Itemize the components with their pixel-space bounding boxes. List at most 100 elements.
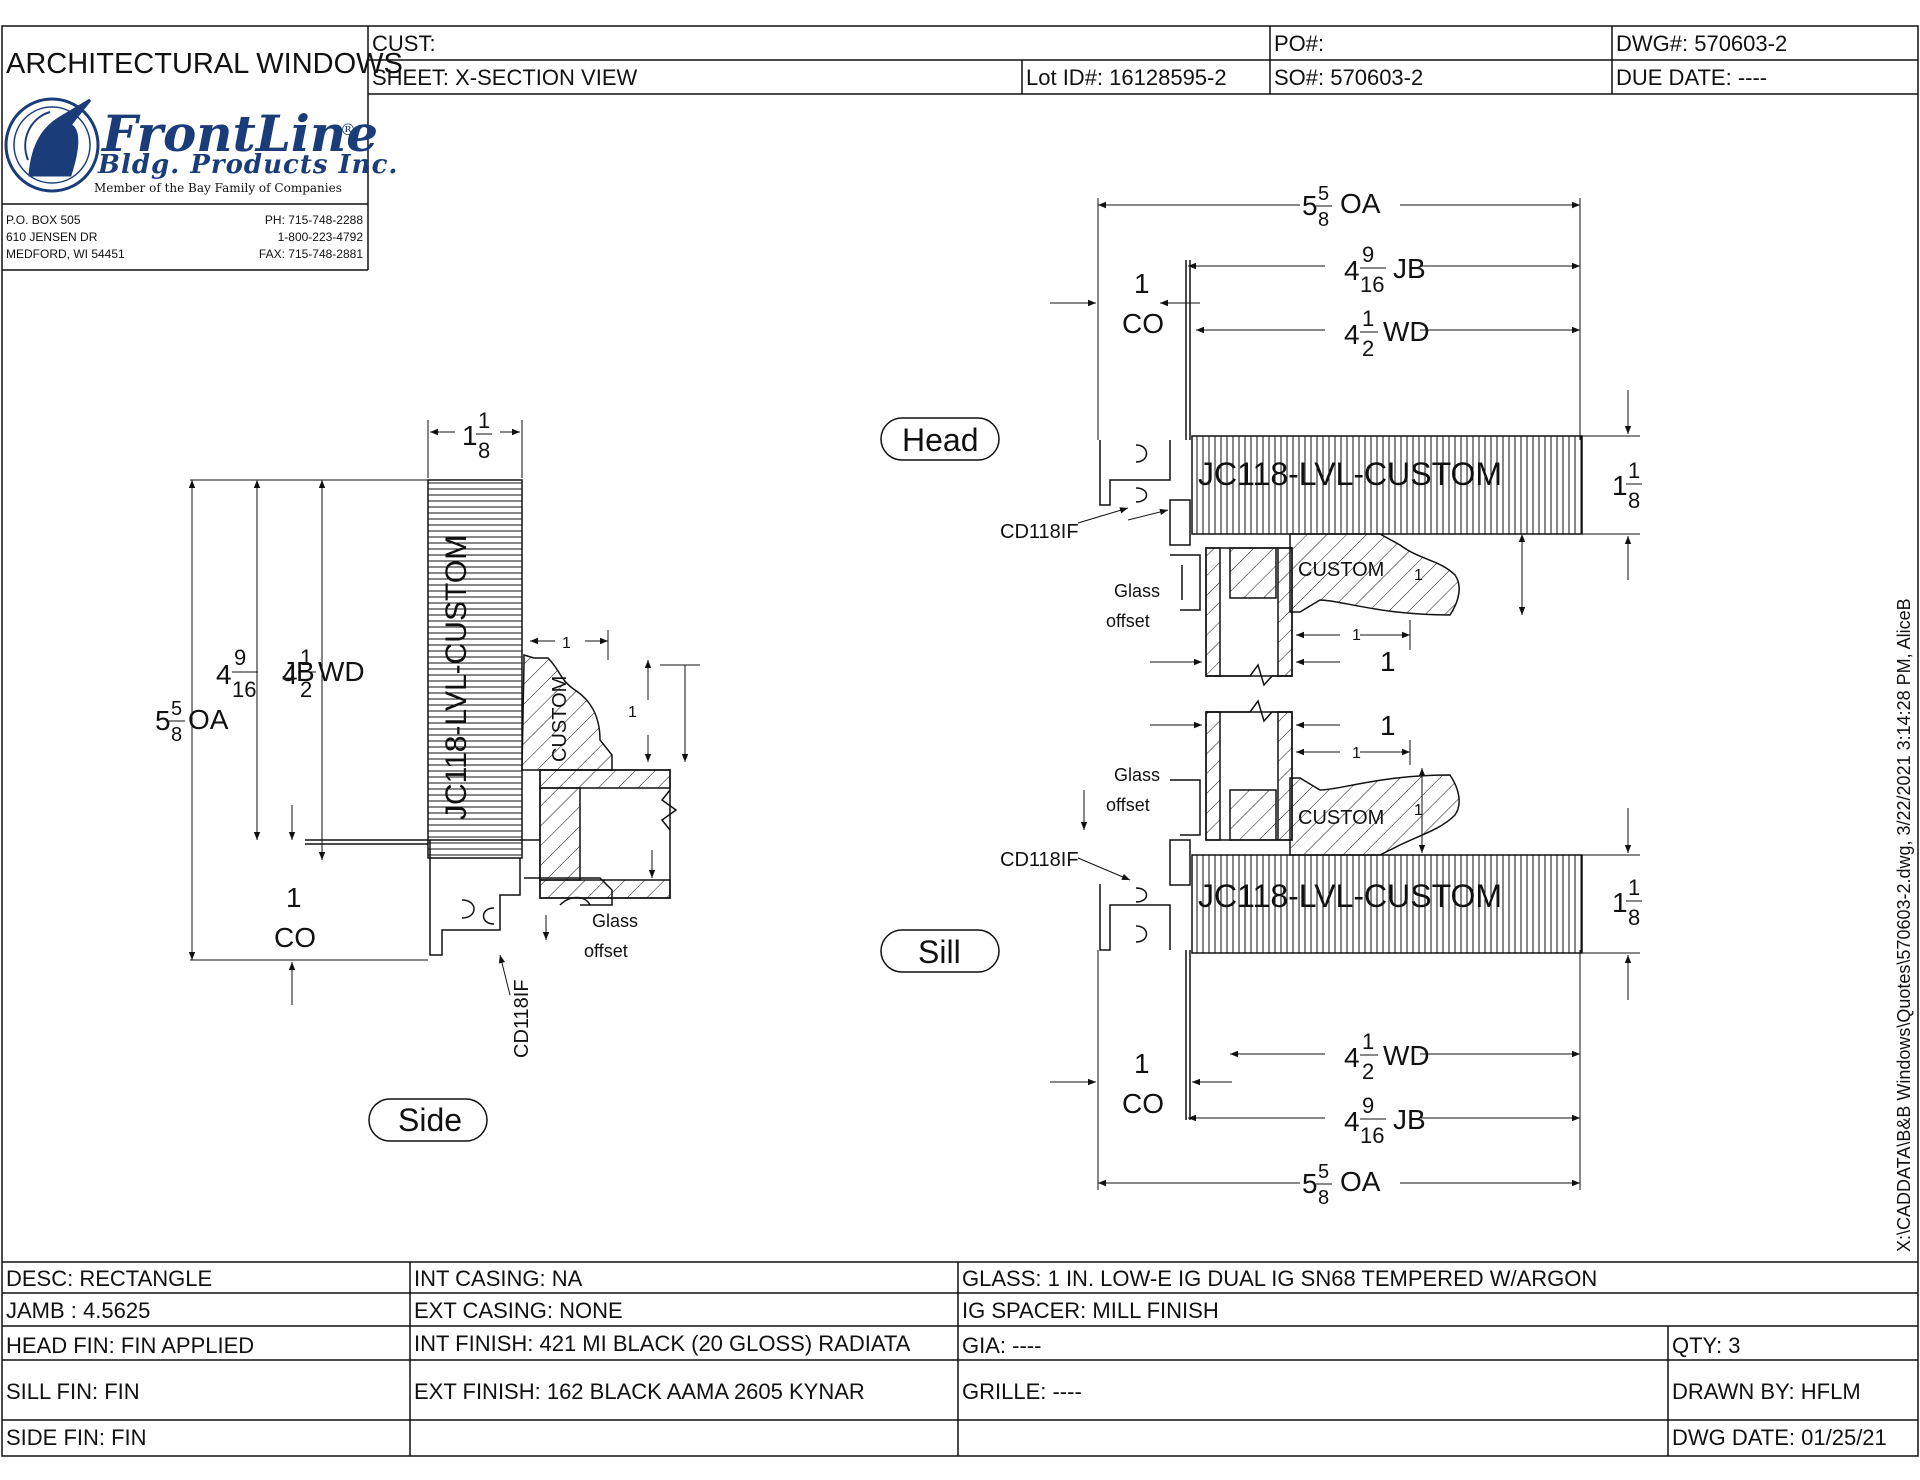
side-co-value: 1 (286, 882, 302, 913)
head-offset-label: offset (1106, 611, 1150, 631)
head-fin-field: HEAD FIN: FIN APPLIED (6, 1333, 255, 1358)
svg-text:1: 1 (462, 420, 478, 451)
svg-text:8: 8 (1628, 488, 1640, 513)
svg-text:2: 2 (1362, 1059, 1374, 1084)
sheet-title: SHEET: X-SECTION VIEW (372, 65, 638, 90)
customer-field: CUST: (372, 31, 436, 56)
sill-co-label: CO (1122, 1088, 1164, 1119)
svg-text:1: 1 (1628, 875, 1640, 900)
svg-text:4: 4 (1344, 1106, 1360, 1137)
svg-text:9: 9 (1362, 242, 1374, 267)
svg-text:1: 1 (300, 645, 312, 670)
head-jb-label: JB (1393, 253, 1426, 284)
company-title: ARCHITECTURAL WINDOWS (6, 48, 403, 80)
svg-text:1: 1 (478, 408, 490, 433)
sill-cd-label: CD118IF (1000, 849, 1079, 871)
svg-text:16: 16 (1360, 272, 1384, 297)
address-po-box: P.O. BOX 505 (6, 213, 81, 227)
svg-text:5: 5 (1302, 190, 1318, 221)
logo-member-line: Member of the Bay Family of Companies (94, 181, 342, 195)
sill-oa-label: OA (1340, 1166, 1381, 1197)
logo-name: FrontLine (102, 104, 379, 163)
side-co-label: CO (274, 922, 316, 953)
side-oa-label: OA (188, 704, 229, 735)
svg-text:2: 2 (1362, 336, 1374, 361)
sill-wd-label: WD (1383, 1040, 1430, 1071)
head-wd-label: WD (1383, 316, 1430, 347)
grille-field: GRILLE: ---- (962, 1379, 1082, 1404)
svg-text:8: 8 (1318, 1187, 1329, 1209)
svg-text:1: 1 (1362, 1029, 1374, 1054)
svg-text:4: 4 (1344, 1042, 1360, 1073)
svg-text:5: 5 (171, 698, 182, 720)
glass-field: GLASS: 1 IN. LOW-E IG DUAL IG SN68 TEMPE… (962, 1266, 1598, 1291)
side-wd-label: WD (318, 656, 365, 687)
svg-text:5: 5 (1302, 1168, 1318, 1199)
svg-text:1: 1 (1362, 306, 1374, 331)
svg-text:5: 5 (155, 705, 171, 736)
svg-text:1: 1 (562, 635, 571, 652)
view-label-side: Side (398, 1102, 463, 1138)
ext-finish-field: EXT FINISH: 162 BLACK AAMA 2605 KYNAR (414, 1379, 865, 1404)
sill-glass-dim: 1 (1380, 710, 1396, 741)
desc-field: DESC: RECTANGLE (6, 1266, 213, 1291)
head-custom-label: CUSTOM (1298, 559, 1385, 581)
svg-text:1: 1 (1612, 887, 1628, 918)
sill-offset-label: offset (1106, 795, 1150, 815)
ext-casing-field: EXT CASING: NONE (414, 1298, 623, 1323)
toll-free-number: 1-800-223-4792 (277, 230, 363, 244)
svg-text:1: 1 (628, 704, 637, 721)
head-oa-label: OA (1340, 188, 1381, 219)
file-path-stamp: X:\CADDATA\B&B Windows\Quotes\570603-2.d… (1894, 598, 1914, 1252)
svg-text:1: 1 (1352, 627, 1361, 644)
svg-text:4: 4 (1344, 255, 1360, 286)
sill-co-value: 1 (1134, 1048, 1150, 1079)
head-cd-label: CD118IF (1000, 521, 1079, 543)
sill-custom-label: CUSTOM (1298, 807, 1385, 829)
svg-text:1: 1 (1352, 745, 1361, 762)
svg-text:2: 2 (300, 677, 312, 702)
address-street: 610 JENSEN DR (6, 230, 98, 244)
gia-field: GIA: ---- (962, 1333, 1042, 1358)
due-date: DUE DATE: ---- (1616, 65, 1768, 90)
svg-text:1: 1 (1414, 802, 1423, 819)
address-city: MEDFORD, WI 54451 (6, 247, 125, 261)
svg-text:8: 8 (478, 438, 490, 463)
svg-text:1: 1 (1628, 458, 1640, 483)
svg-text:9: 9 (234, 645, 246, 670)
svg-text:16: 16 (1360, 1123, 1384, 1148)
logo-registered: ® (340, 120, 356, 139)
svg-text:4: 4 (216, 659, 232, 690)
side-offset-label: offset (584, 941, 628, 961)
svg-text:5: 5 (1318, 183, 1329, 205)
sales-order: SO#: 570603-2 (1274, 65, 1424, 90)
sill-fin-field: SILL FIN: FIN (6, 1379, 140, 1404)
svg-text:1: 1 (1414, 567, 1423, 584)
po-field: PO#: (1274, 31, 1325, 56)
head-lvl-label: JC118-LVL-CUSTOM (1198, 456, 1503, 492)
svg-text:8: 8 (1628, 905, 1640, 930)
int-finish-field: INT FINISH: 421 MI BLACK (20 GLOSS) RADI… (414, 1331, 911, 1356)
side-glass-label: Glass (592, 911, 639, 931)
sill-glass-label: Glass (1114, 765, 1161, 785)
drawing-number: DWG#: 570603-2 (1616, 31, 1788, 56)
head-co-value: 1 (1134, 268, 1150, 299)
view-label-head: Head (902, 422, 979, 458)
svg-text:8: 8 (1318, 209, 1329, 231)
svg-text:8: 8 (171, 724, 182, 746)
lot-id: Lot ID#: 16128595-2 (1026, 65, 1227, 90)
int-casing-field: INT CASING: NA (414, 1266, 583, 1291)
drawn-by-field: DRAWN BY: HFLM (1672, 1379, 1861, 1404)
qty-field: QTY: 3 (1672, 1333, 1741, 1358)
head-glass-label: Glass (1114, 581, 1161, 601)
svg-text:1: 1 (1612, 470, 1628, 501)
dwg-date-field: DWG DATE: 01/25/21 (1672, 1425, 1887, 1450)
ig-spacer-field: IG SPACER: MILL FINISH (962, 1298, 1219, 1323)
svg-text:4: 4 (1344, 319, 1360, 350)
sill-lvl-label: JC118-LVL-CUSTOM (1198, 878, 1503, 914)
